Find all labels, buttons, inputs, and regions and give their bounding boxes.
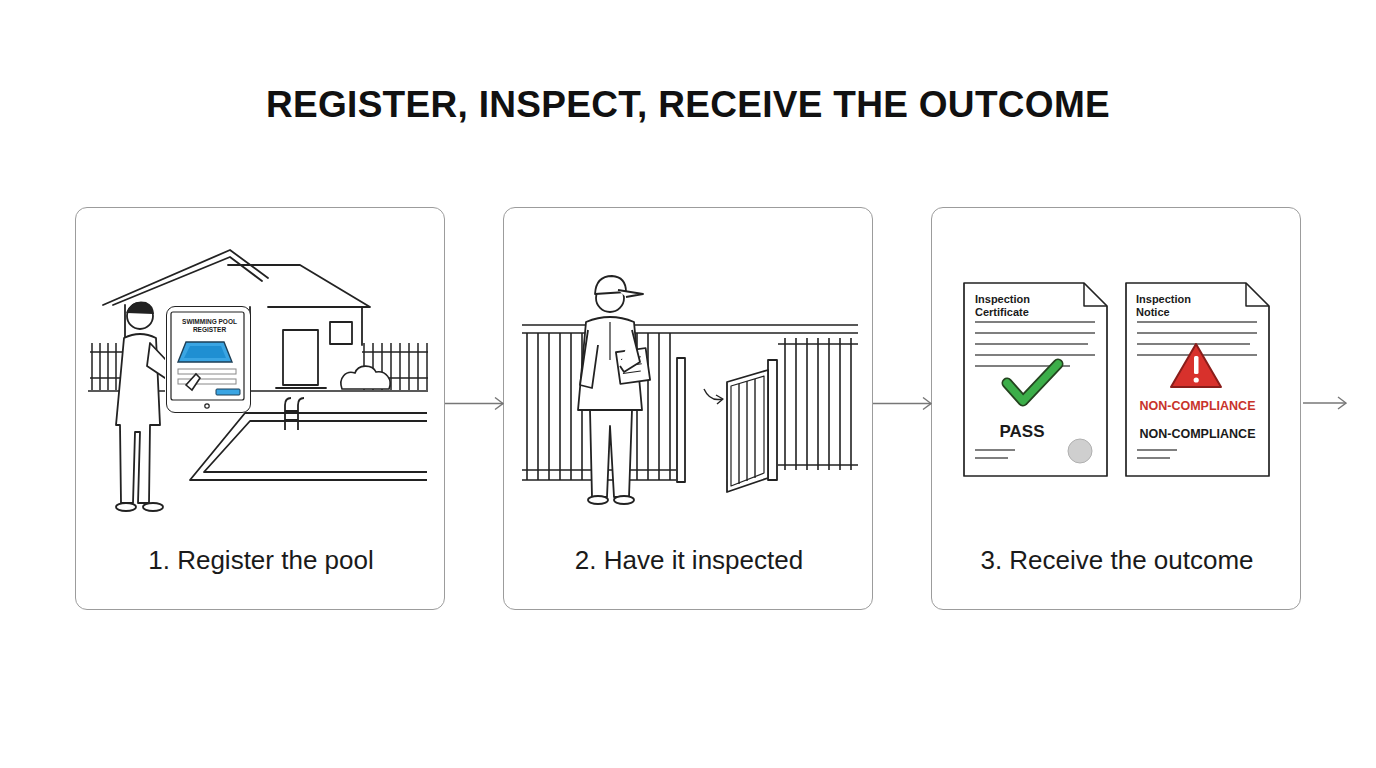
page-fold bbox=[1246, 283, 1269, 306]
inspector-drawing bbox=[578, 276, 650, 504]
house-drawing bbox=[228, 265, 370, 307]
step-panel: 1. Register the pool SWIMMING POOL REGIST… bbox=[75, 207, 445, 610]
document-outline bbox=[1126, 283, 1269, 476]
person-drawing bbox=[143, 503, 163, 511]
document-heading: Inspection Certificate bbox=[975, 293, 1075, 319]
step-caption: 3. Receive the outcome bbox=[932, 544, 1302, 576]
gate-drawing bbox=[704, 389, 722, 400]
flow-arrow bbox=[1303, 402, 1346, 403]
gate-drawing bbox=[739, 379, 755, 484]
railing-drawing bbox=[522, 325, 858, 333]
gate-drawing bbox=[727, 370, 768, 492]
gate-drawing bbox=[677, 358, 685, 482]
railing-drawing bbox=[778, 344, 858, 465]
person-drawing bbox=[116, 503, 136, 511]
gate-drawing bbox=[768, 360, 777, 480]
check-mark bbox=[1007, 364, 1058, 401]
bush-drawing bbox=[341, 366, 390, 389]
pool-drawing bbox=[285, 398, 304, 430]
inspector-drawing bbox=[580, 330, 598, 388]
seal-mark bbox=[1068, 439, 1092, 463]
step-panel: 3. Receive the outcome Inspection Certifi… bbox=[931, 207, 1301, 610]
flow-arrow bbox=[873, 403, 931, 404]
tablet-drawing bbox=[184, 346, 226, 358]
warning-text: NON-COMPLIANCE bbox=[1125, 399, 1270, 414]
pool-drawing bbox=[204, 421, 427, 472]
pool-drawing bbox=[190, 413, 427, 480]
step-caption: 1. Register the pool bbox=[76, 544, 446, 576]
inspector-drawing bbox=[578, 317, 642, 410]
tablet-drawing bbox=[205, 404, 209, 408]
document-lines bbox=[975, 450, 1015, 458]
warning-symbol bbox=[1194, 356, 1199, 374]
document-outline bbox=[964, 283, 1107, 476]
house-drawing bbox=[283, 330, 318, 385]
page-fold bbox=[1084, 283, 1107, 306]
pool-drawing bbox=[285, 411, 298, 420]
railing-drawing bbox=[785, 338, 851, 470]
person-drawing bbox=[127, 302, 153, 314]
step-panel: 2. Have it inspected bbox=[503, 207, 873, 610]
gate-drawing bbox=[677, 358, 777, 492]
tablet-drawing bbox=[165, 305, 250, 412]
fence-drawing bbox=[90, 352, 125, 378]
inspector-drawing bbox=[588, 496, 608, 504]
house-drawing bbox=[361, 307, 363, 345]
warning-symbol bbox=[1171, 344, 1221, 387]
tablet-screen: SWIMMING POOL REGISTER bbox=[166, 306, 251, 413]
house-drawing bbox=[103, 250, 268, 305]
gate-drawing bbox=[731, 376, 764, 486]
notice-document: Inspection NoticeNON-COMPLIANCE NON-COMPL… bbox=[1125, 282, 1270, 477]
diagram-title: REGISTER, INSPECT, RECEIVE THE OUTCOME bbox=[0, 82, 1376, 128]
inspector-drawing bbox=[614, 496, 634, 504]
inspector-drawing bbox=[618, 290, 643, 297]
person-drawing bbox=[127, 303, 153, 329]
inspector-drawing bbox=[590, 410, 632, 497]
tablet-drawing bbox=[171, 312, 244, 400]
certificate-document: Inspection CertificatePASS bbox=[963, 282, 1108, 477]
house-drawing bbox=[276, 387, 326, 389]
document-heading: Inspection Notice bbox=[1136, 293, 1216, 319]
tablet-drawing bbox=[178, 369, 236, 374]
tablet-drawing bbox=[216, 389, 240, 395]
inspector-drawing bbox=[609, 322, 610, 360]
tablet-drawing bbox=[165, 305, 250, 412]
document-lines bbox=[975, 322, 1095, 366]
tablet-drawing bbox=[186, 374, 200, 390]
screen-heading: SWIMMING POOL REGISTER bbox=[176, 318, 243, 334]
fence-drawing bbox=[92, 343, 116, 390]
inspector-drawing bbox=[620, 330, 640, 372]
tablet-drawing bbox=[178, 342, 232, 362]
house-drawing bbox=[330, 322, 352, 344]
document-lines bbox=[1137, 450, 1177, 458]
check-mark bbox=[1007, 364, 1058, 401]
status-text: NON-COMPLIANCE bbox=[1125, 427, 1270, 442]
result-stamp: PASS bbox=[963, 422, 1081, 442]
step-caption: 2. Have it inspected bbox=[504, 544, 874, 576]
flow-arrow bbox=[445, 403, 503, 404]
warning-symbol bbox=[1171, 344, 1221, 387]
warning-symbol bbox=[1194, 377, 1199, 382]
gate-drawing bbox=[716, 395, 723, 404]
railing-drawing bbox=[522, 325, 858, 480]
